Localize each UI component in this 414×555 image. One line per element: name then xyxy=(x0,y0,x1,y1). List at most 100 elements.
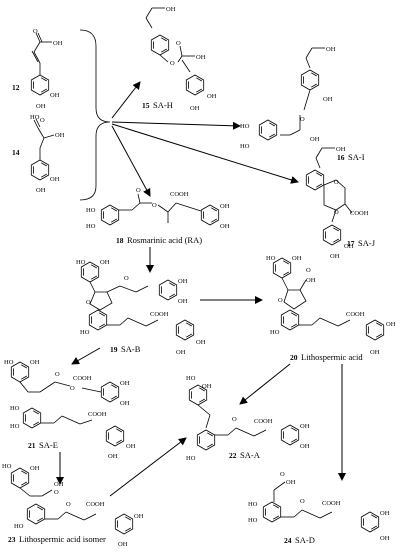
compound-name: SA-H xyxy=(153,100,173,110)
atom-label: OH xyxy=(166,6,176,13)
atom-label: OH xyxy=(310,136,320,143)
atom-label: OH xyxy=(202,383,212,390)
arrow-23-to-22 xyxy=(109,437,187,497)
compound-number: 17 xyxy=(347,239,355,248)
atom-label: OH xyxy=(50,92,60,99)
atom-label: HO xyxy=(240,143,250,150)
atom-label: OH xyxy=(50,176,60,183)
atom-label: OH xyxy=(54,481,64,488)
atom-label: O xyxy=(86,299,91,306)
compound-number: 22 xyxy=(229,451,237,460)
compound-name: Rosmarinic acid (RA) xyxy=(127,235,202,245)
reaction-arrows xyxy=(56,81,346,497)
atom-label: COOH xyxy=(150,311,169,318)
atom-label: OH xyxy=(386,321,396,328)
atom-label: O xyxy=(306,267,311,274)
atom-label: O xyxy=(278,297,283,304)
compound-name: SA-E xyxy=(39,440,58,450)
compound-21-structure: HO OH O O COOH OH OH HO HO COOH OH OH 21… xyxy=(4,359,136,460)
atom-label: OH xyxy=(118,541,128,548)
atom-label: HO xyxy=(30,114,40,121)
atom-label: COOH xyxy=(346,311,365,318)
arrow-to-18 xyxy=(111,125,151,197)
atom-label: COOH xyxy=(86,501,105,508)
atom-label: OH xyxy=(330,253,340,260)
atom-label: OH xyxy=(306,277,316,284)
atom-label: OH xyxy=(190,105,200,112)
compound-14-structure: HO O OH OH OH 14 xyxy=(12,114,65,194)
compound-22-structure: OH HO O COOH OH OH HO 22 SA-A xyxy=(186,375,310,462)
atom-label: HO xyxy=(240,123,250,130)
compound-number: 18 xyxy=(116,236,124,245)
arrow-to-16 xyxy=(111,121,241,130)
atom-label: OH xyxy=(126,443,136,450)
atom-label: HO xyxy=(186,375,196,382)
arrow-20-to-22 xyxy=(239,363,291,405)
atom-label: COOH xyxy=(170,191,189,198)
atom-label: HO xyxy=(76,259,86,266)
atom-label: OH xyxy=(344,243,354,250)
atom-label: OH xyxy=(323,96,333,103)
atom-label: O xyxy=(136,187,141,194)
atom-label: HO xyxy=(10,405,20,412)
compound-name: SA-B xyxy=(121,344,141,354)
atom-label: OH xyxy=(370,349,380,356)
atom-label: HO xyxy=(86,207,96,214)
atom-label: OH xyxy=(196,54,206,61)
grouping-brace xyxy=(79,29,111,201)
compound-number: 12 xyxy=(12,83,20,92)
atom-label: OH xyxy=(220,223,230,230)
compound-number: 15 xyxy=(142,101,150,110)
compound-17-structure: OH O O COOH OH OH 17 SA-J xyxy=(305,146,376,260)
atom-label: O xyxy=(54,489,59,496)
compound-name: SA-I xyxy=(348,152,365,162)
compound-23-structure: HO OH OH O COOH O HO OH OH 23 Lithosperm… xyxy=(2,463,144,548)
atom-label: O xyxy=(33,28,38,35)
atom-label: HO xyxy=(4,359,14,366)
atom-label: HO xyxy=(266,255,276,262)
atom-label: OH xyxy=(120,380,130,387)
atom-label: OH xyxy=(326,46,336,53)
compound-name: SA-D xyxy=(295,535,315,545)
arrow-to-17 xyxy=(111,123,299,184)
atom-label: COOH xyxy=(322,500,341,507)
atom-label: O xyxy=(232,416,237,423)
compound-24-structure: OH O HO HO O COOH OH OH 24 SA-D xyxy=(248,471,390,545)
compound-number: 21 xyxy=(28,441,36,450)
atom-label: OH xyxy=(207,93,217,100)
atom-label: OH xyxy=(134,513,144,520)
atom-label: HO xyxy=(86,223,96,230)
atom-label: HO xyxy=(14,523,24,530)
compound-number: 16 xyxy=(337,153,345,162)
atom-label: HO xyxy=(186,455,196,462)
atom-label: OH xyxy=(380,535,390,542)
atom-label: O xyxy=(300,116,305,123)
compound-name: Lithospermic acid isomer xyxy=(19,534,106,544)
atom-label: OH xyxy=(300,443,310,450)
atom-label: O xyxy=(152,202,157,209)
atom-label: O xyxy=(300,498,305,505)
atom-label: OH xyxy=(300,423,310,430)
compound-name: Lithospermic acid xyxy=(301,352,363,362)
compound-18-structure: O O COOH OH OH HO HO 18 Rosmarinic acid … xyxy=(86,187,230,245)
atom-label: OH xyxy=(292,255,302,262)
compound-19-structure: OH HO O O OH OH HO COOH OH OH 19 SA-B xyxy=(76,259,206,356)
compound-number: 23 xyxy=(8,535,16,544)
atom-label: OH xyxy=(30,465,40,472)
atom-label: OH xyxy=(120,400,130,407)
atom-label: HO xyxy=(10,423,20,430)
atom-label: OH xyxy=(36,103,46,110)
compound-name: SA-A xyxy=(240,450,261,460)
compound-name: SA-J xyxy=(358,238,376,248)
compound-number: 14 xyxy=(12,148,20,157)
atom-label: O xyxy=(170,60,175,67)
atom-label: O xyxy=(334,209,339,216)
atom-label: OH xyxy=(108,453,118,460)
atom-label: OH xyxy=(36,187,46,194)
atom-label: O xyxy=(66,501,71,508)
compound-20-structure: OH HO OH O O COOH HO OH OH 20 Lithosperm… xyxy=(266,255,396,362)
atom-label: OH xyxy=(196,339,206,346)
atom-label: O xyxy=(280,471,285,478)
atom-label: HO xyxy=(80,329,90,336)
